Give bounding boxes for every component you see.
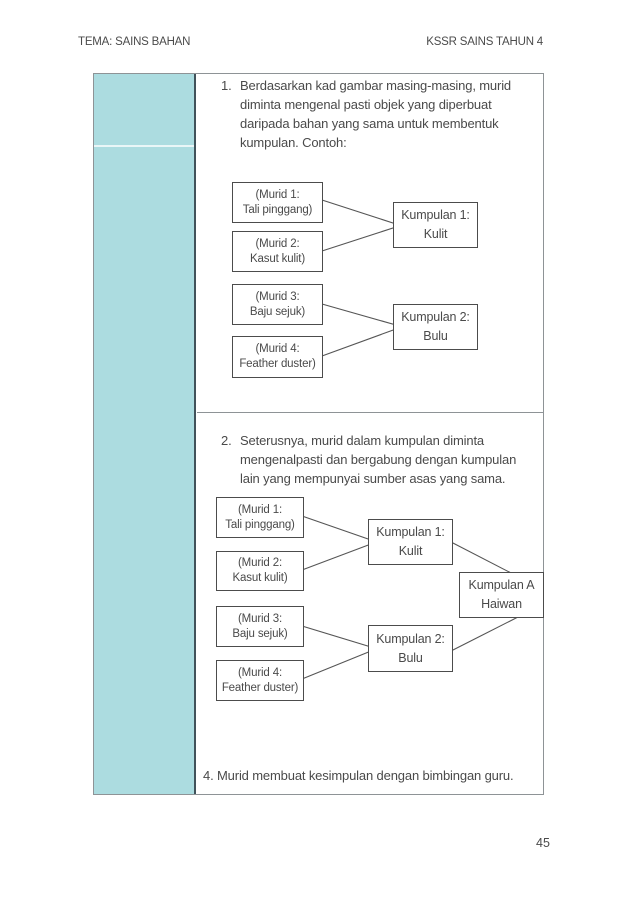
page-number: 45 xyxy=(536,836,550,850)
diagram1-murid1-box: (Murid 1: Tali pinggang) xyxy=(232,182,323,223)
instruction-step-2: 2. Seterusnya, murid dalam kumpulan dimi… xyxy=(221,431,543,488)
step-1-number: 1. xyxy=(221,78,232,93)
step-2-text: Seterusnya, murid dalam kumpulan diminta… xyxy=(240,433,517,486)
diagram2-murid3-box: (Murid 3: Baju sejuk) xyxy=(216,606,304,647)
sidebar-row-divider xyxy=(94,145,194,147)
diagram2-kumpulan1-box: Kumpulan 1: Kulit xyxy=(368,519,453,565)
header-course-title: KSSR SAINS TAHUN 4 xyxy=(426,36,543,48)
step-1-text: Berdasarkan kad gambar masing-masing, mu… xyxy=(240,78,512,150)
diagram2-kumpulanA-box: Kumpulan A Haiwan xyxy=(459,572,544,618)
step-2-number: 2. xyxy=(221,433,232,448)
diagram1-murid3-box: (Murid 3: Baju sejuk) xyxy=(232,284,323,325)
diagram1-murid2-box: (Murid 2: Kasut kulit) xyxy=(232,231,323,272)
diagram2-kumpulan2-box: Kumpulan 2: Bulu xyxy=(368,625,453,672)
diagram2-murid2-box: (Murid 2: Kasut kulit) xyxy=(216,551,304,591)
diagram1-kumpulan2-box: Kumpulan 2: Bulu xyxy=(393,304,478,350)
diagram1-kumpulan1-box: Kumpulan 1: Kulit xyxy=(393,202,478,248)
header-theme-title: TEMA: SAINS BAHAN xyxy=(78,36,191,48)
instruction-step-1: 1. Berdasarkan kad gambar masing-masing,… xyxy=(221,76,537,152)
instruction-step-4: 4. Murid membuat kesimpulan dengan bimbi… xyxy=(203,768,514,783)
diagram2-murid1-box: (Murid 1: Tali pinggang) xyxy=(216,497,304,538)
content-row-divider xyxy=(197,412,543,413)
activity-table-frame xyxy=(93,73,544,795)
sidebar-teal-column xyxy=(94,74,196,794)
diagram2-murid4-box: (Murid 4: Feather duster) xyxy=(216,660,304,701)
diagram1-murid4-box: (Murid 4: Feather duster) xyxy=(232,336,323,378)
